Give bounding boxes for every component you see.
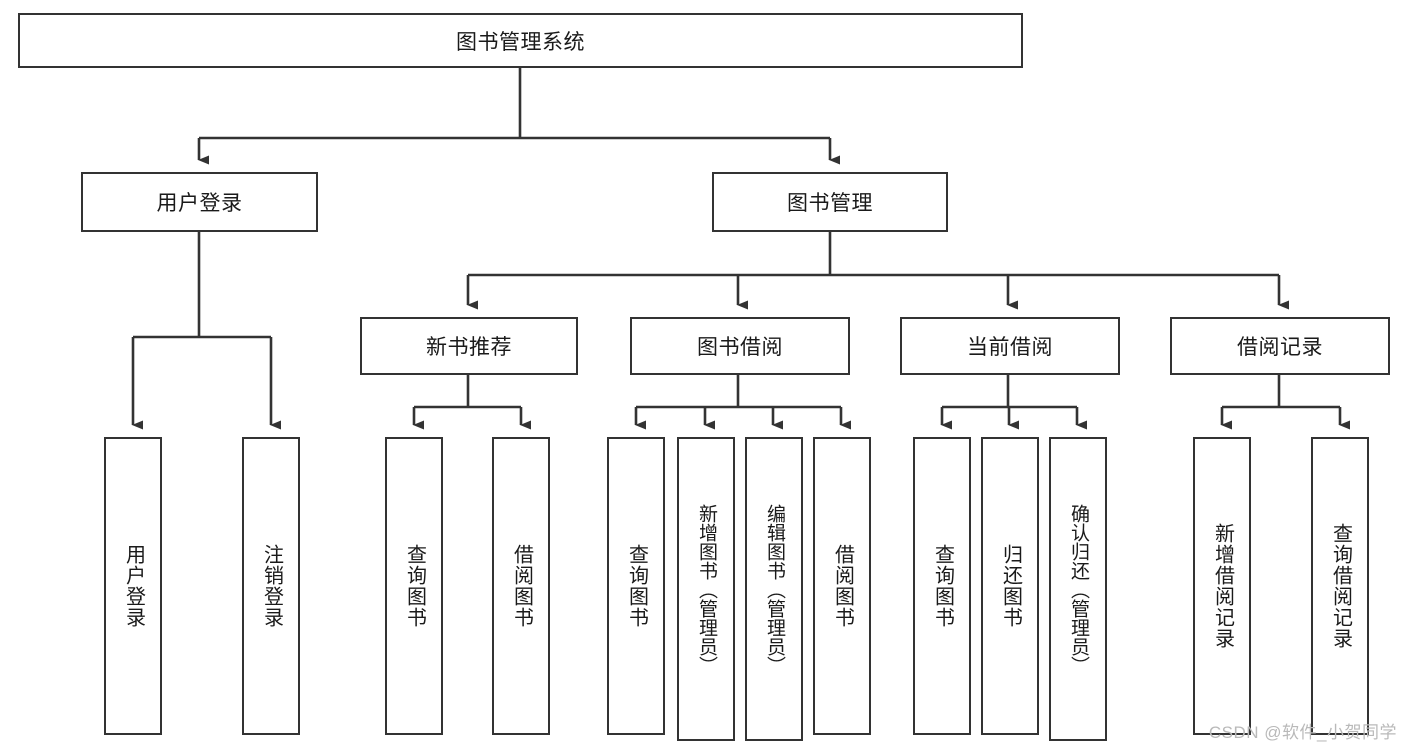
node-leaf-query-book-1[interactable]: 查询图书 xyxy=(385,437,443,735)
node-leaf-add-book-label: 新增图书（管理员） xyxy=(695,503,717,675)
node-leaf-add-record-label: 新增借阅记录 xyxy=(1211,523,1234,649)
node-leaf-add-book[interactable]: 新增图书（管理员） xyxy=(677,437,735,741)
node-leaf-query-book-2[interactable]: 查询图书 xyxy=(607,437,665,735)
node-leaf-borrow-book-2-label: 借阅图书 xyxy=(831,544,854,628)
node-leaf-edit-book[interactable]: 编辑图书（管理员） xyxy=(745,437,803,741)
node-root[interactable]: 图书管理系统 xyxy=(18,13,1023,68)
node-leaf-query-book-2-label: 查询图书 xyxy=(625,544,648,628)
node-leaf-borrow-book-1-label: 借阅图书 xyxy=(510,544,533,628)
node-current-borrow-label: 当前借阅 xyxy=(967,336,1053,359)
node-leaf-confirm-return-label: 确认归还（管理员） xyxy=(1067,503,1089,675)
node-book-borrow[interactable]: 图书借阅 xyxy=(630,317,850,375)
node-leaf-confirm-return[interactable]: 确认归还（管理员） xyxy=(1049,437,1107,741)
node-leaf-user-login[interactable]: 用户登录 xyxy=(104,437,162,735)
node-new-book-recommend[interactable]: 新书推荐 xyxy=(360,317,578,375)
node-leaf-query-book-1-label: 查询图书 xyxy=(403,544,426,628)
node-leaf-return-book-label: 归还图书 xyxy=(999,544,1022,628)
node-book-manage[interactable]: 图书管理 xyxy=(712,172,948,232)
node-book-manage-label: 图书管理 xyxy=(787,192,873,215)
node-user-login[interactable]: 用户登录 xyxy=(81,172,318,232)
node-leaf-query-record[interactable]: 查询借阅记录 xyxy=(1311,437,1369,735)
node-root-label: 图书管理系统 xyxy=(456,30,585,54)
node-borrow-record-label: 借阅记录 xyxy=(1237,336,1323,359)
node-book-borrow-label: 图书借阅 xyxy=(697,336,783,359)
node-leaf-user-login-label: 用户登录 xyxy=(122,544,145,628)
watermark: CSDN @软件_小贺同学 xyxy=(1208,723,1397,742)
node-leaf-add-record[interactable]: 新增借阅记录 xyxy=(1193,437,1251,735)
node-leaf-return-book[interactable]: 归还图书 xyxy=(981,437,1039,735)
node-leaf-borrow-book-2[interactable]: 借阅图书 xyxy=(813,437,871,735)
node-leaf-borrow-book-1[interactable]: 借阅图书 xyxy=(492,437,550,735)
node-current-borrow[interactable]: 当前借阅 xyxy=(900,317,1120,375)
node-leaf-logout-login[interactable]: 注销登录 xyxy=(242,437,300,735)
node-user-login-label: 用户登录 xyxy=(156,192,243,215)
node-new-book-recommend-label: 新书推荐 xyxy=(426,336,512,359)
node-leaf-query-book-3[interactable]: 查询图书 xyxy=(913,437,971,735)
node-leaf-query-book-3-label: 查询图书 xyxy=(931,544,954,628)
node-leaf-logout-login-label: 注销登录 xyxy=(260,544,283,628)
node-leaf-edit-book-label: 编辑图书（管理员） xyxy=(763,503,785,675)
node-borrow-record[interactable]: 借阅记录 xyxy=(1170,317,1390,375)
node-leaf-query-record-label: 查询借阅记录 xyxy=(1329,523,1352,649)
